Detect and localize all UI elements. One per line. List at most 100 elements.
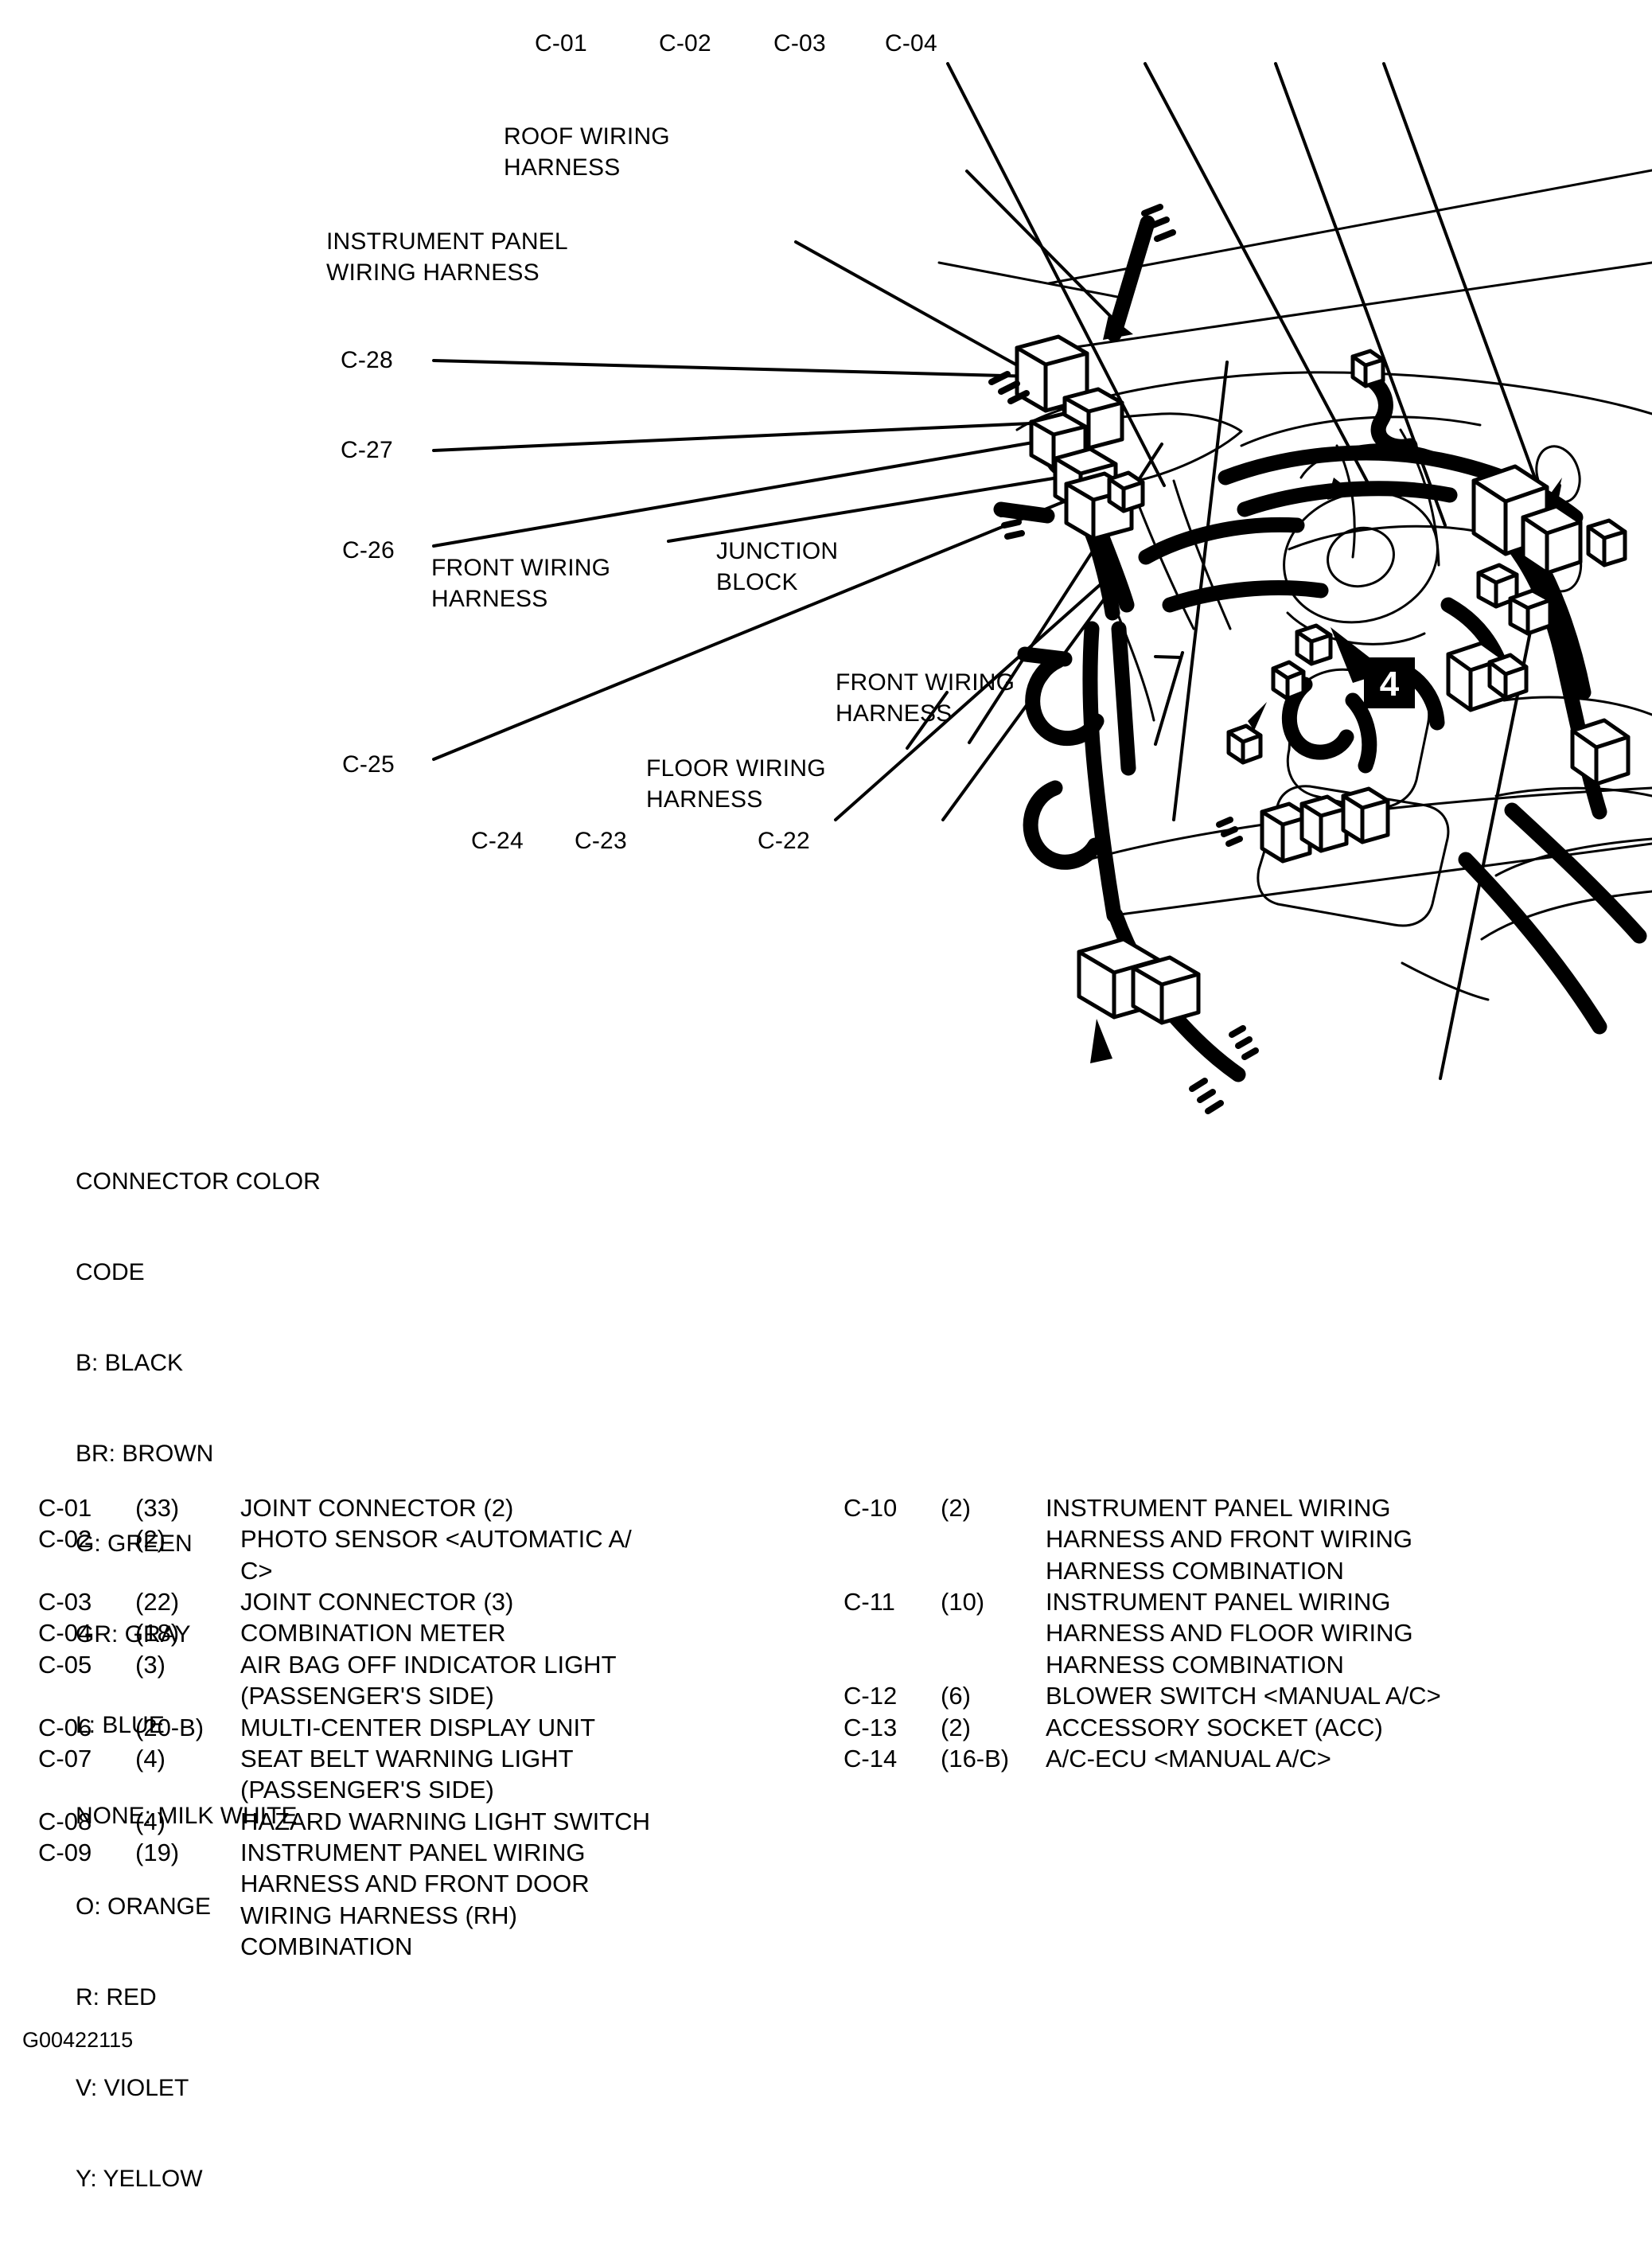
connector-pins: (2) [941,1494,971,1522]
legend-entry-red: R: RED [76,1983,157,2010]
connector-pins: (22) [135,1588,180,1616]
callout-junction-block: JUNCTION BLOCK [716,538,839,595]
connector-id: C-07 [38,1744,92,1772]
connector-row-c-05: C-05 (3) AIR BAG OFF INDICATOR LIGHT (PA… [38,1649,818,1712]
figure-id-label: G00422115 [22,2028,134,2052]
connector-desc-line: WIRING HARNESS (RH) [240,1901,517,1929]
connector-description: INSTRUMENT PANEL WIRING HARNESS AND FLOO… [1046,1586,1647,1680]
connector-id: C-12 [844,1682,898,1710]
connector-desc-line: HARNESS COMBINATION [1046,1650,1344,1679]
connector-description: JOINT CONNECTOR (2) [240,1492,818,1523]
connector-row-c-12: C-12 (6) BLOWER SWITCH <MANUAL A/C> [844,1680,1647,1711]
callout-c-03: C-03 [773,30,826,57]
legend-entry-black: B: BLACK [76,1349,184,1376]
connector-description: ACCESSORY SOCKET (ACC) [1046,1712,1647,1743]
connector-desc-line: HARNESS AND FRONT WIRING [1046,1525,1413,1554]
connector-pins: (10) [941,1588,985,1616]
legend-entry-violet: V: VIOLET [76,2074,189,2101]
dashboard-outline [937,169,1652,917]
connector-pins: (6) [941,1682,971,1710]
connector-id: C-13 [844,1713,898,1741]
callout-c-02: C-02 [659,30,711,57]
instrument-panel-illustration: 4 C-01 C-02 C-03 C-04 ROOF WIRING HARNES… [326,30,1652,1114]
connector-description: A/C-ECU <MANUAL A/C> [1046,1743,1647,1774]
connector-desc-line: INSTRUMENT PANEL WIRING [240,1838,586,1866]
connector-description: JOINT CONNECTOR (3) [240,1586,818,1617]
connector-row-c-08: C-08 (4) HAZARD WARNING LIGHT SWITCH [38,1806,818,1837]
legend-title-line-2: CODE [76,1258,145,1285]
connector-desc-line: COMBINATION METER [240,1619,506,1648]
leader-c27 [432,420,1068,452]
connector-desc-line: (PASSENGER'S SIDE) [240,1682,494,1710]
connector-row-c-01: C-01 (33) JOINT CONNECTOR (2) [38,1492,818,1523]
connector-row-c-14: C-14 (16-B) A/C-ECU <MANUAL A/C> [844,1743,1647,1774]
connector-description: INSTRUMENT PANEL WIRING HARNESS AND FRON… [1046,1492,1647,1586]
connector-row-c-02: C-02 (2) PHOTO SENSOR <AUTOMATIC A/ C> [38,1523,818,1586]
connector-id: C-14 [844,1744,898,1772]
illustration-svg [432,62,1652,1114]
legend-entry-brown: BR: BROWN [76,1440,214,1467]
callout-c-27: C-27 [341,437,393,463]
connector-id: C-04 [38,1619,92,1648]
wire-end-ticks [988,204,1259,1114]
callout-floor-wiring-harness: FLOOR WIRING HARNESS [646,755,826,813]
connector-pins: (19) [135,1838,180,1866]
connector-description: SEAT BELT WARNING LIGHT (PASSENGER'S SID… [240,1743,818,1806]
callout-c-28: C-28 [341,347,393,373]
connector-description: BLOWER SWITCH <MANUAL A/C> [1046,1680,1647,1711]
callout-c-22: C-22 [758,828,810,854]
connector-list-left: C-01 (33) JOINT CONNECTOR (2) C-02 (2) P… [38,1492,818,1962]
leader-floor-harness-seg [906,691,949,750]
leader-floor-harness [1154,651,1184,746]
connector-id: C-03 [38,1588,92,1616]
connector-desc-line: INSTRUMENT PANEL WIRING [1046,1588,1391,1616]
connector-id: C-05 [38,1650,92,1679]
connector-desc-line: A/C-ECU <MANUAL A/C> [1046,1744,1331,1772]
connector-row-c-10: C-10 (2) INSTRUMENT PANEL WIRING HARNESS… [844,1492,1647,1586]
connector-pins: (4) [135,1807,166,1835]
connector-row-c-03: C-03 (22) JOINT CONNECTOR (3) [38,1586,818,1617]
connector-description: HAZARD WARNING LIGHT SWITCH [240,1806,818,1837]
connector-row-c-07: C-07 (4) SEAT BELT WARNING LIGHT (PASSEN… [38,1743,818,1806]
connector-id: C-09 [38,1838,92,1866]
connector-desc-line: HAZARD WARNING LIGHT SWITCH [240,1807,650,1835]
connector-description: MULTI-CENTER DISPLAY UNIT [240,1712,818,1743]
connector-desc-line: ACCESSORY SOCKET (ACC) [1046,1713,1383,1741]
connector-pins: (3) [135,1650,166,1679]
leader-c28 [432,359,1036,378]
callout-front-wiring-harness-right: FRONT WIRING HARNESS [836,669,1015,727]
connector-desc-line: PHOTO SENSOR <AUTOMATIC A/ [240,1525,632,1554]
connector-description: PHOTO SENSOR <AUTOMATIC A/ C> [240,1523,818,1586]
connector-desc-line: INSTRUMENT PANEL WIRING [1046,1494,1391,1522]
connector-desc-line: COMBINATION [240,1932,413,1961]
connector-desc-line: HARNESS AND FRONT DOOR [240,1870,590,1898]
connector-description: COMBINATION METER [240,1617,818,1648]
callout-c-01: C-01 [535,30,587,57]
legend-entry-green: G: GREEN [76,1531,193,1558]
connector-desc-line: HARNESS COMBINATION [1046,1556,1344,1585]
connector-blocks [1015,334,1631,1025]
marker-4-text: 4 [1380,665,1400,704]
leader-c24 [834,578,1108,821]
connector-row-c-09: C-09 (19) INSTRUMENT PANEL WIRING HARNES… [38,1837,818,1962]
connector-id: C-11 [844,1588,895,1616]
connector-pins: (20-B) [135,1713,205,1741]
legend-entry-yellow: Y: YELLOW [76,2165,203,2192]
connector-pins: (4) [135,1744,166,1772]
connector-pins: (2) [941,1713,971,1741]
connector-desc-line: MULTI-CENTER DISPLAY UNIT [240,1713,596,1741]
legend-title-line-1: CONNECTOR COLOR [76,1168,321,1195]
legend-entry-blue: L: BLUE [76,1712,165,1739]
callout-front-wiring-harness-left: FRONT WIRING HARNESS [431,555,611,612]
connector-desc-line: C> [240,1556,273,1585]
connector-list-right: C-10 (2) INSTRUMENT PANEL WIRING HARNESS… [844,1492,1647,1774]
legend-entry-orange: O: ORANGE [76,1893,212,1920]
connector-desc-line: JOINT CONNECTOR (2) [240,1494,514,1522]
leader-c25 [432,497,1072,761]
connector-row-c-04: C-04 (18) COMBINATION METER [38,1617,818,1648]
arrow-heads [1090,478,1354,1063]
connector-description: INSTRUMENT PANEL WIRING HARNESS AND FRON… [240,1837,818,1962]
connector-id: C-06 [38,1713,92,1741]
leader-roof-harness [965,170,1122,328]
connector-pins: (16-B) [941,1744,1010,1772]
